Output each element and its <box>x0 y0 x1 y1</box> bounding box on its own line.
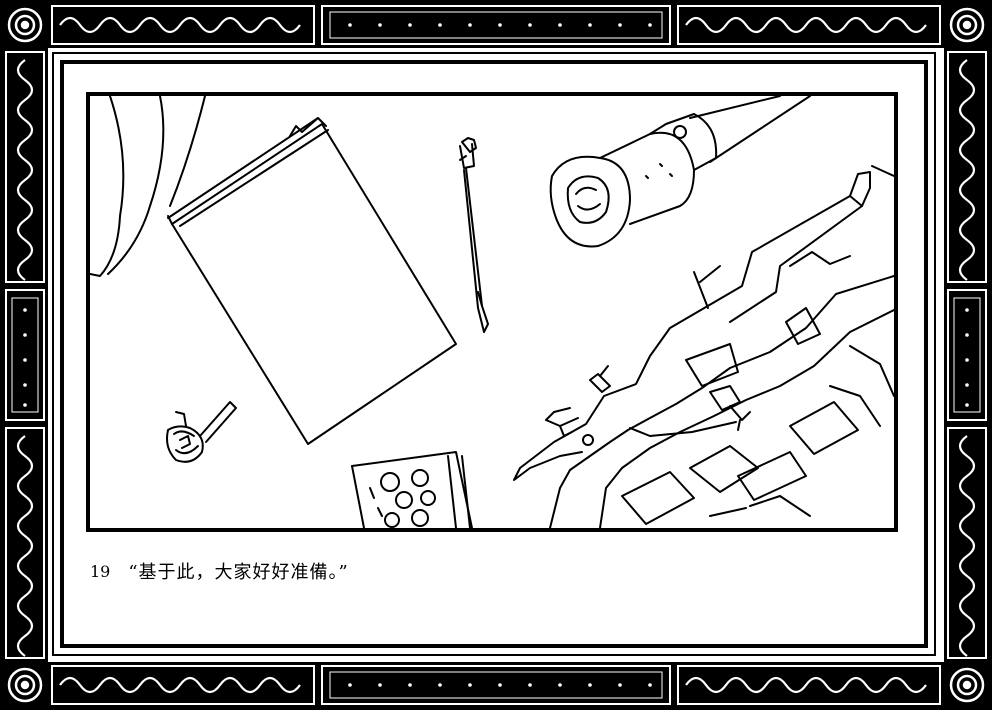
illustration-panel <box>86 92 898 532</box>
pen-icon <box>459 137 489 333</box>
page-number: 19 <box>90 561 111 581</box>
key-icon <box>166 401 237 463</box>
inner-frame-outer-rule <box>52 52 936 656</box>
cloth-icon <box>90 96 206 277</box>
notebook-icon <box>167 117 457 445</box>
caption-text: “基于此，大家好好准備。” <box>128 562 349 583</box>
caption: 19 “基于此，大家好好准備。” <box>90 556 349 586</box>
ammo-box-icon <box>351 451 473 528</box>
rifle-icon <box>513 165 894 528</box>
flashlight-icon <box>549 96 811 248</box>
